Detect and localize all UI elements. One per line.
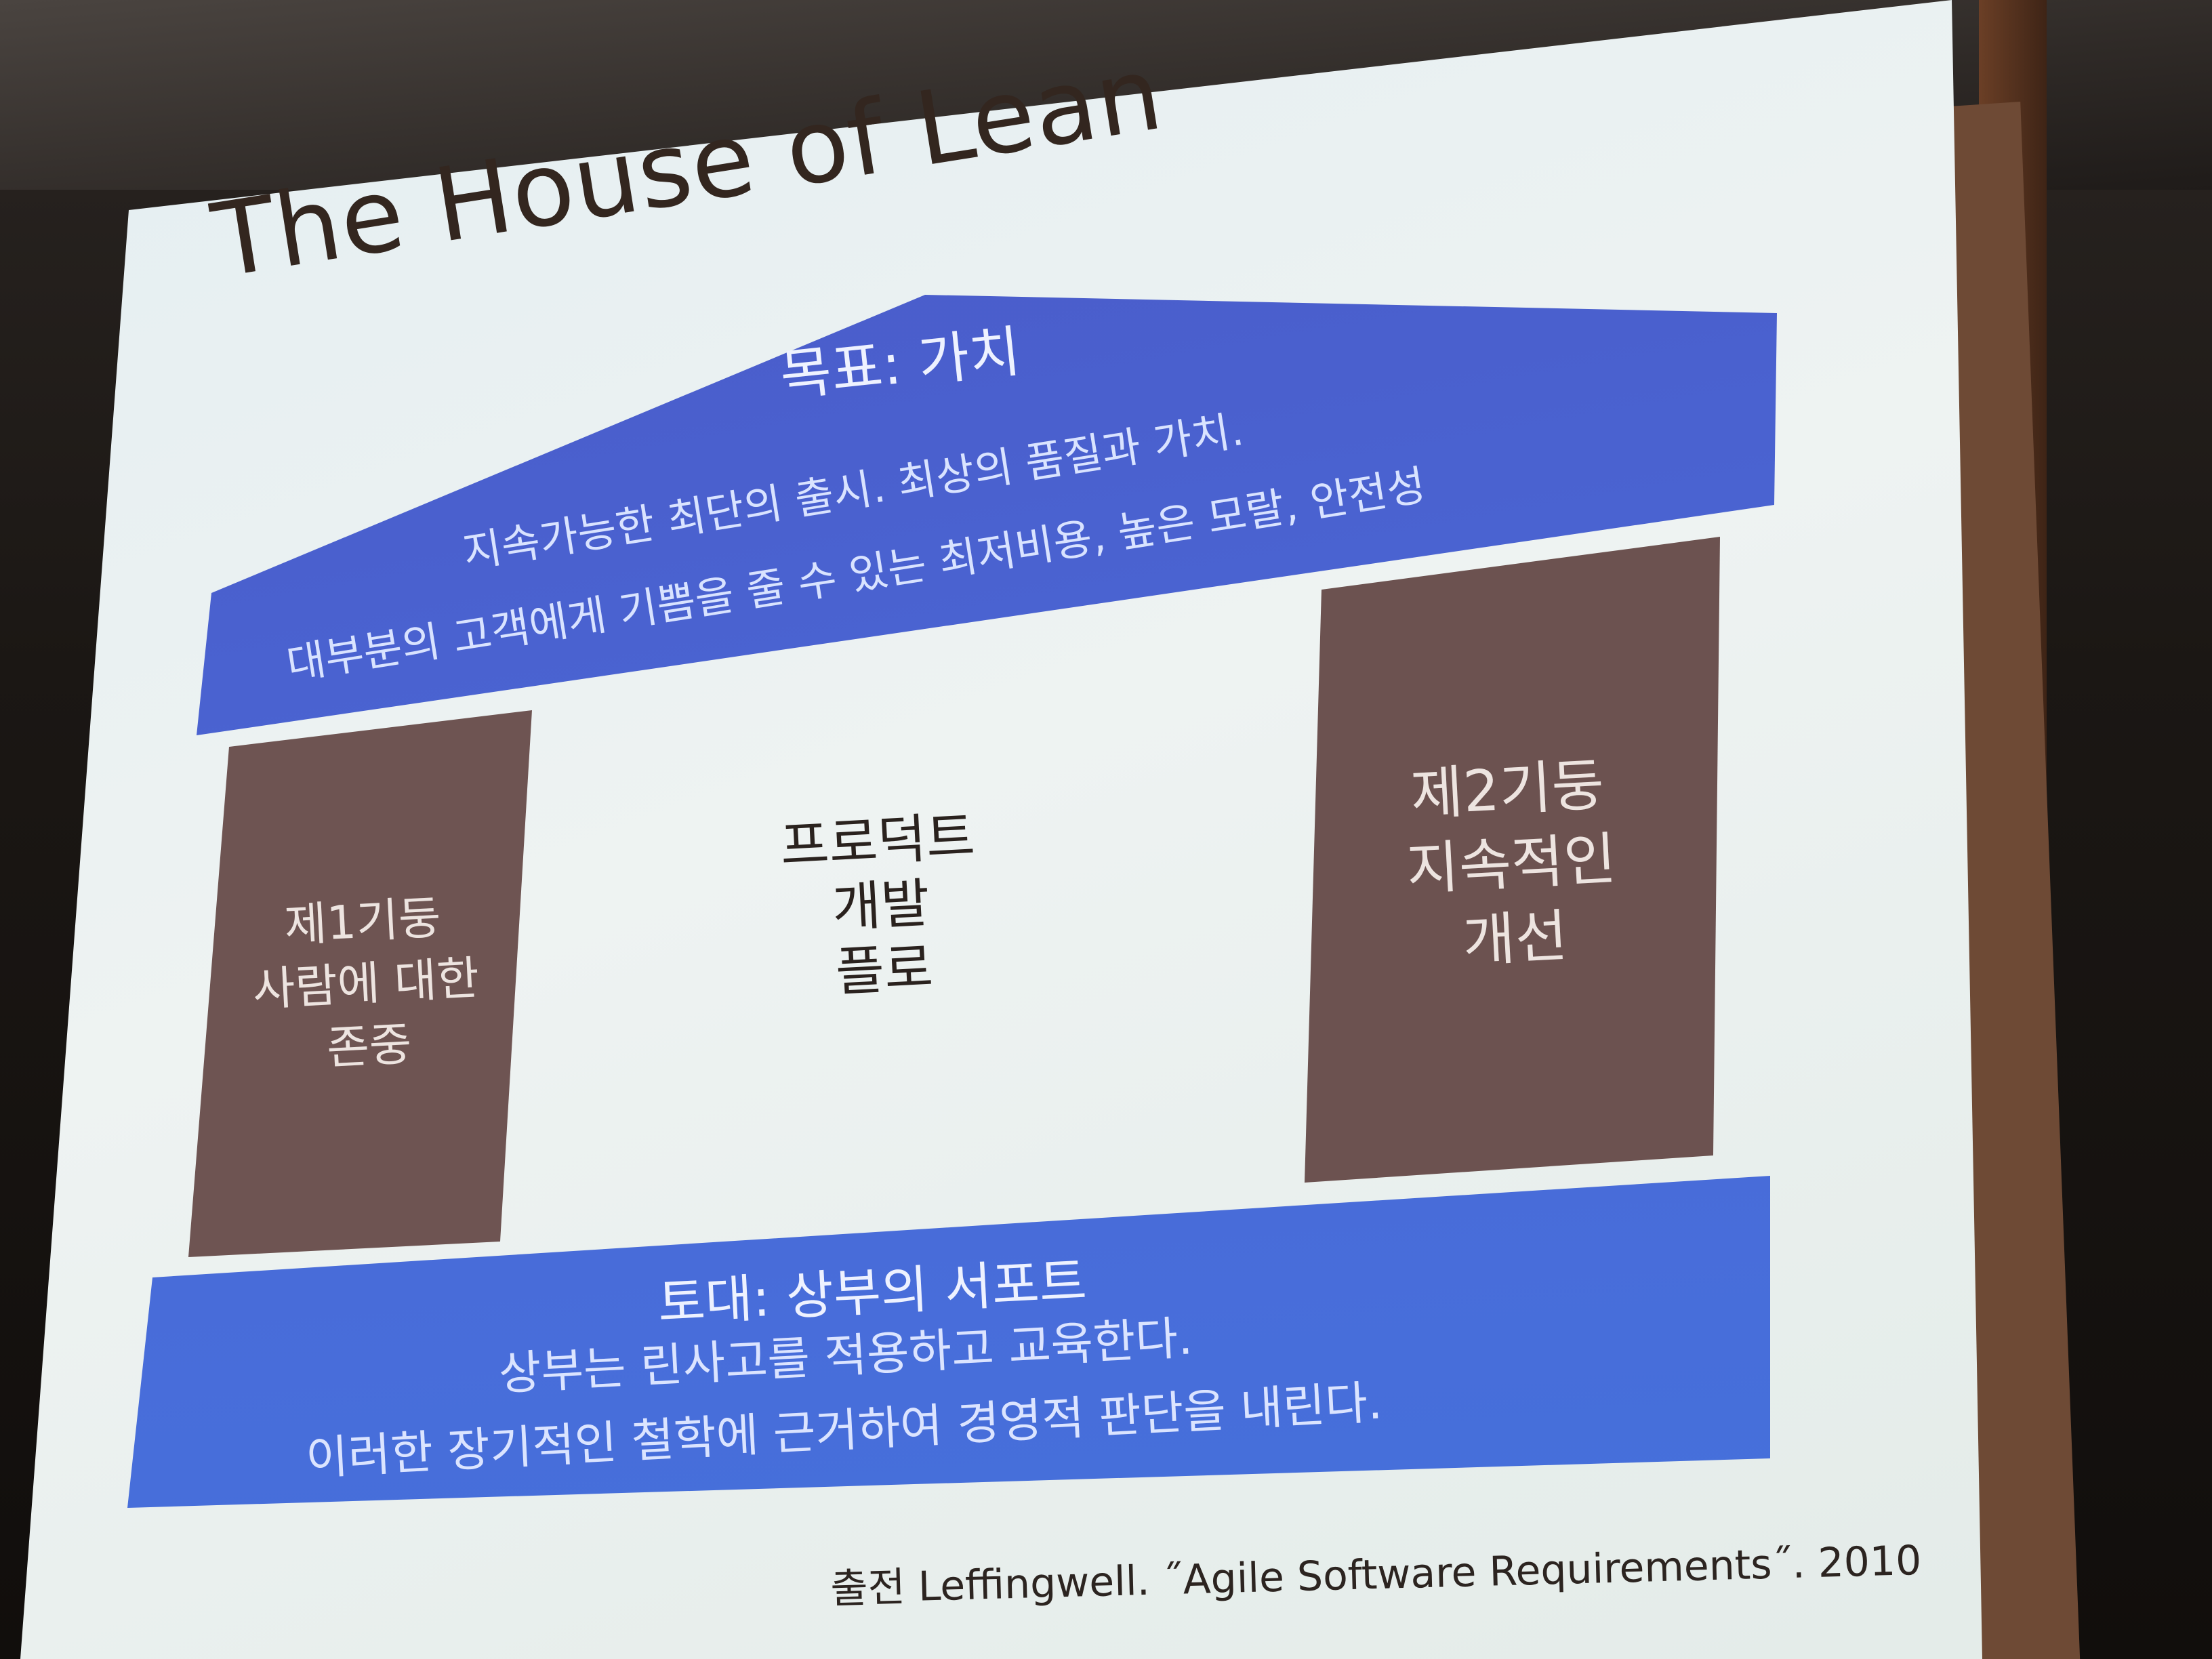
- center-line-2: 개발: [830, 873, 931, 939]
- center-label: 프로덕트 개발 플로: [754, 804, 1008, 1009]
- left-pillar-label: 제1기둥 사람에 대한 존중: [226, 884, 506, 1086]
- center-line-1: 프로덕트: [779, 806, 977, 878]
- center-line-3: 플로: [834, 937, 935, 1004]
- right-pillar-label: 제2기둥 지속적인 개선: [1350, 744, 1673, 984]
